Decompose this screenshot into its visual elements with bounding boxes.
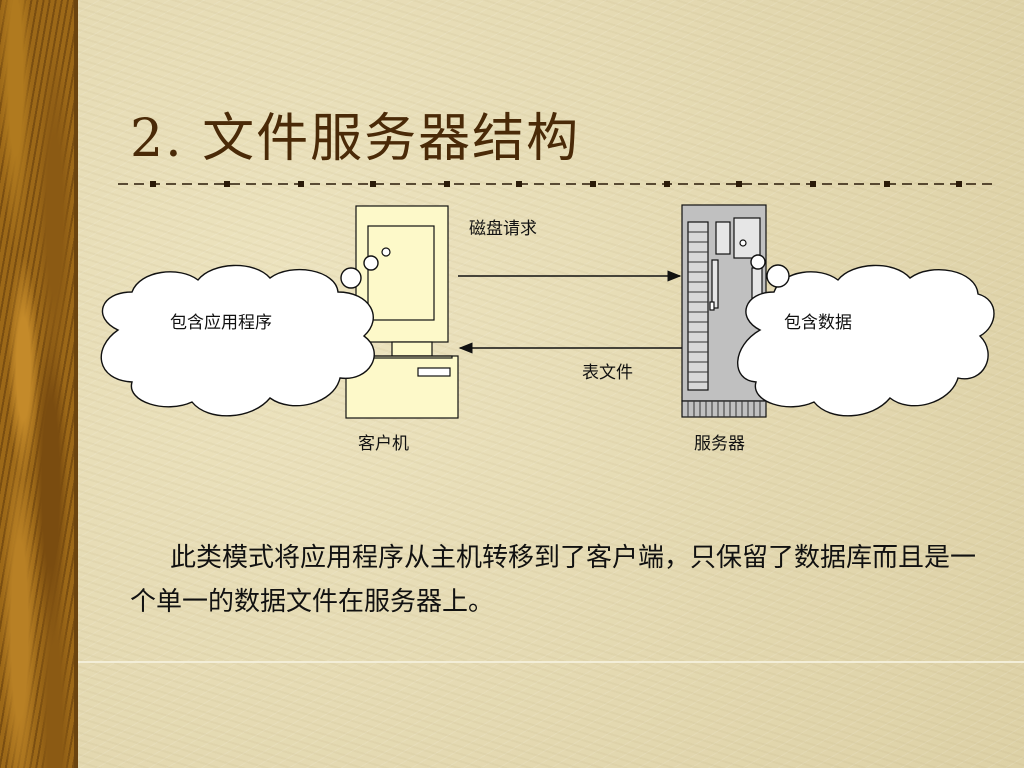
- disk-request-label: 磁盘请求: [469, 219, 537, 239]
- server-cloud-shape: [737, 254, 995, 417]
- footer-divider: [78, 661, 1024, 663]
- server-label: 服务器: [694, 434, 745, 454]
- decorative-sidebar: [0, 0, 78, 768]
- client-cloud-shape: [100, 255, 379, 417]
- page-title: 2. 文件服务器结构: [130, 109, 581, 169]
- client-cloud-label: 包含应用程序: [170, 313, 272, 333]
- slide-body-text: 此类模式将应用程序从主机转移到了客户端，只保留了数据库而且是一个单一的数据文件在…: [130, 543, 977, 617]
- server-cloud-label: 包含数据: [784, 313, 852, 333]
- client-label: 客户机: [358, 434, 409, 454]
- sidebar-edge: [74, 0, 78, 768]
- table-file-label: 表文件: [582, 363, 633, 383]
- title-divider: [118, 181, 994, 187]
